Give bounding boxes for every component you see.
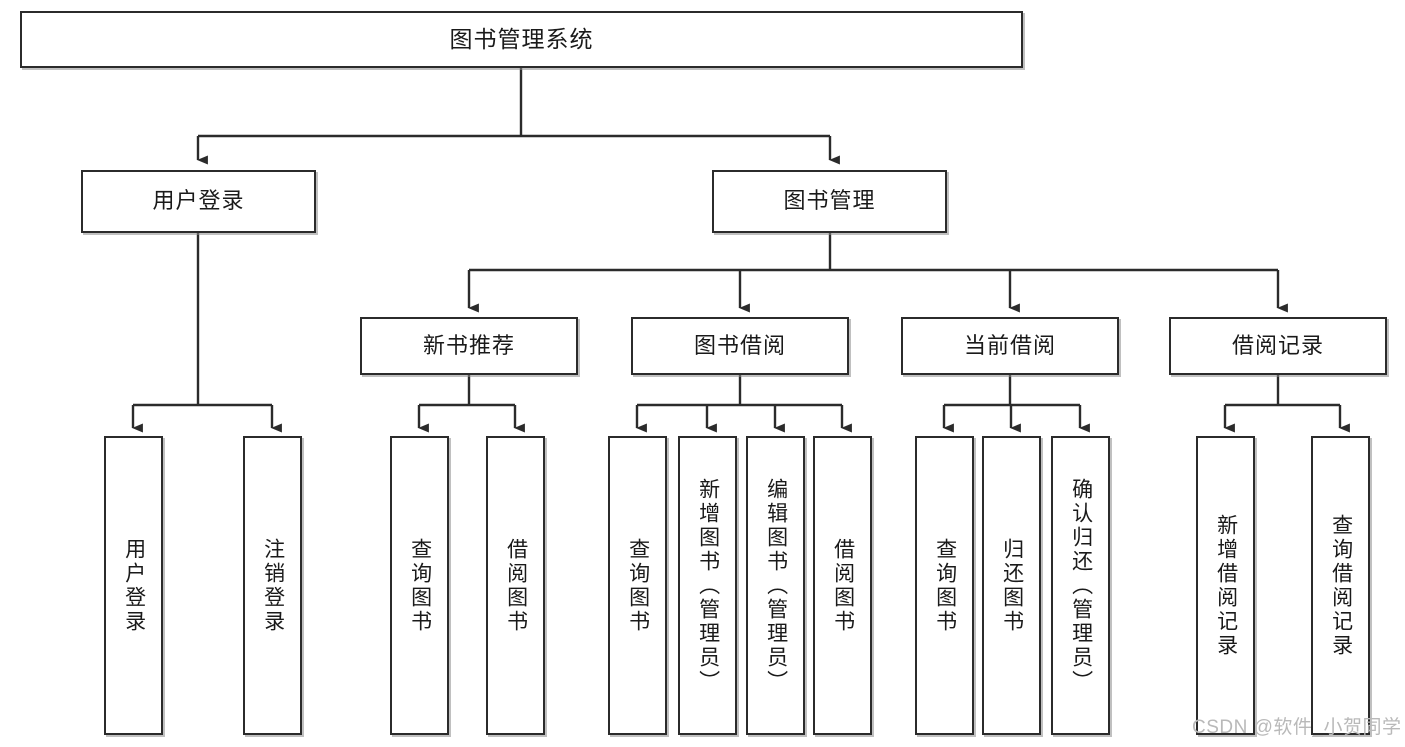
node-label: 归还图书 [1000,537,1024,634]
leaf-current-return-book[interactable]: 归还图书 [982,436,1041,735]
node-book-borrow[interactable]: 图书借阅 [631,317,849,375]
node-new-book-recommend[interactable]: 新书推荐 [360,317,578,375]
node-label: 查询借阅记录 [1329,513,1353,658]
node-user-login[interactable]: 用户登录 [81,170,316,233]
node-label: 新书推荐 [422,332,515,358]
node-label: 查询图书 [933,537,957,634]
watermark-text: CSDN @软件_小贺同学 [1192,717,1402,738]
node-label: 借阅记录 [1231,332,1324,358]
node-label: 当前借阅 [963,332,1056,358]
leaf-new-book-query[interactable]: 查询图书 [390,436,449,735]
leaf-borrow-edit-book-admin[interactable]: 编辑图书（管理员） [746,436,805,735]
node-label: 查询图书 [408,537,432,634]
node-label: 注销登录 [261,537,285,634]
node-borrow-records[interactable]: 借阅记录 [1169,317,1387,375]
node-label: 图书借阅 [693,332,786,358]
node-book-management[interactable]: 图书管理 [712,170,947,233]
leaf-borrow-borrow-book[interactable]: 借阅图书 [813,436,872,735]
leaf-records-query-record[interactable]: 查询借阅记录 [1311,436,1370,735]
node-label: 新增借阅记录 [1214,513,1238,658]
node-label: 确认归还（管理员） [1069,477,1093,694]
leaf-new-book-borrow[interactable]: 借阅图书 [486,436,545,735]
leaf-user-login-signout[interactable]: 注销登录 [243,436,302,735]
node-current-borrow[interactable]: 当前借阅 [901,317,1119,375]
node-root-system[interactable]: 图书管理系统 [20,11,1023,68]
node-label: 图书管理系统 [449,25,594,52]
node-label: 用户登录 [152,188,245,214]
node-label: 编辑图书（管理员） [764,477,788,694]
leaf-borrow-add-book-admin[interactable]: 新增图书（管理员） [678,436,737,735]
node-label: 借阅图书 [504,537,528,634]
node-label: 查询图书 [626,537,650,634]
node-label: 用户登录 [122,537,146,634]
leaf-user-login-signin[interactable]: 用户登录 [104,436,163,735]
leaf-borrow-query-book[interactable]: 查询图书 [608,436,667,735]
node-label: 新增图书（管理员） [696,477,720,694]
leaf-current-confirm-return-admin[interactable]: 确认归还（管理员） [1051,436,1110,735]
leaf-records-add-record[interactable]: 新增借阅记录 [1196,436,1255,735]
node-label: 图书管理 [783,188,876,214]
leaf-current-query-book[interactable]: 查询图书 [915,436,974,735]
node-label: 借阅图书 [831,537,855,634]
